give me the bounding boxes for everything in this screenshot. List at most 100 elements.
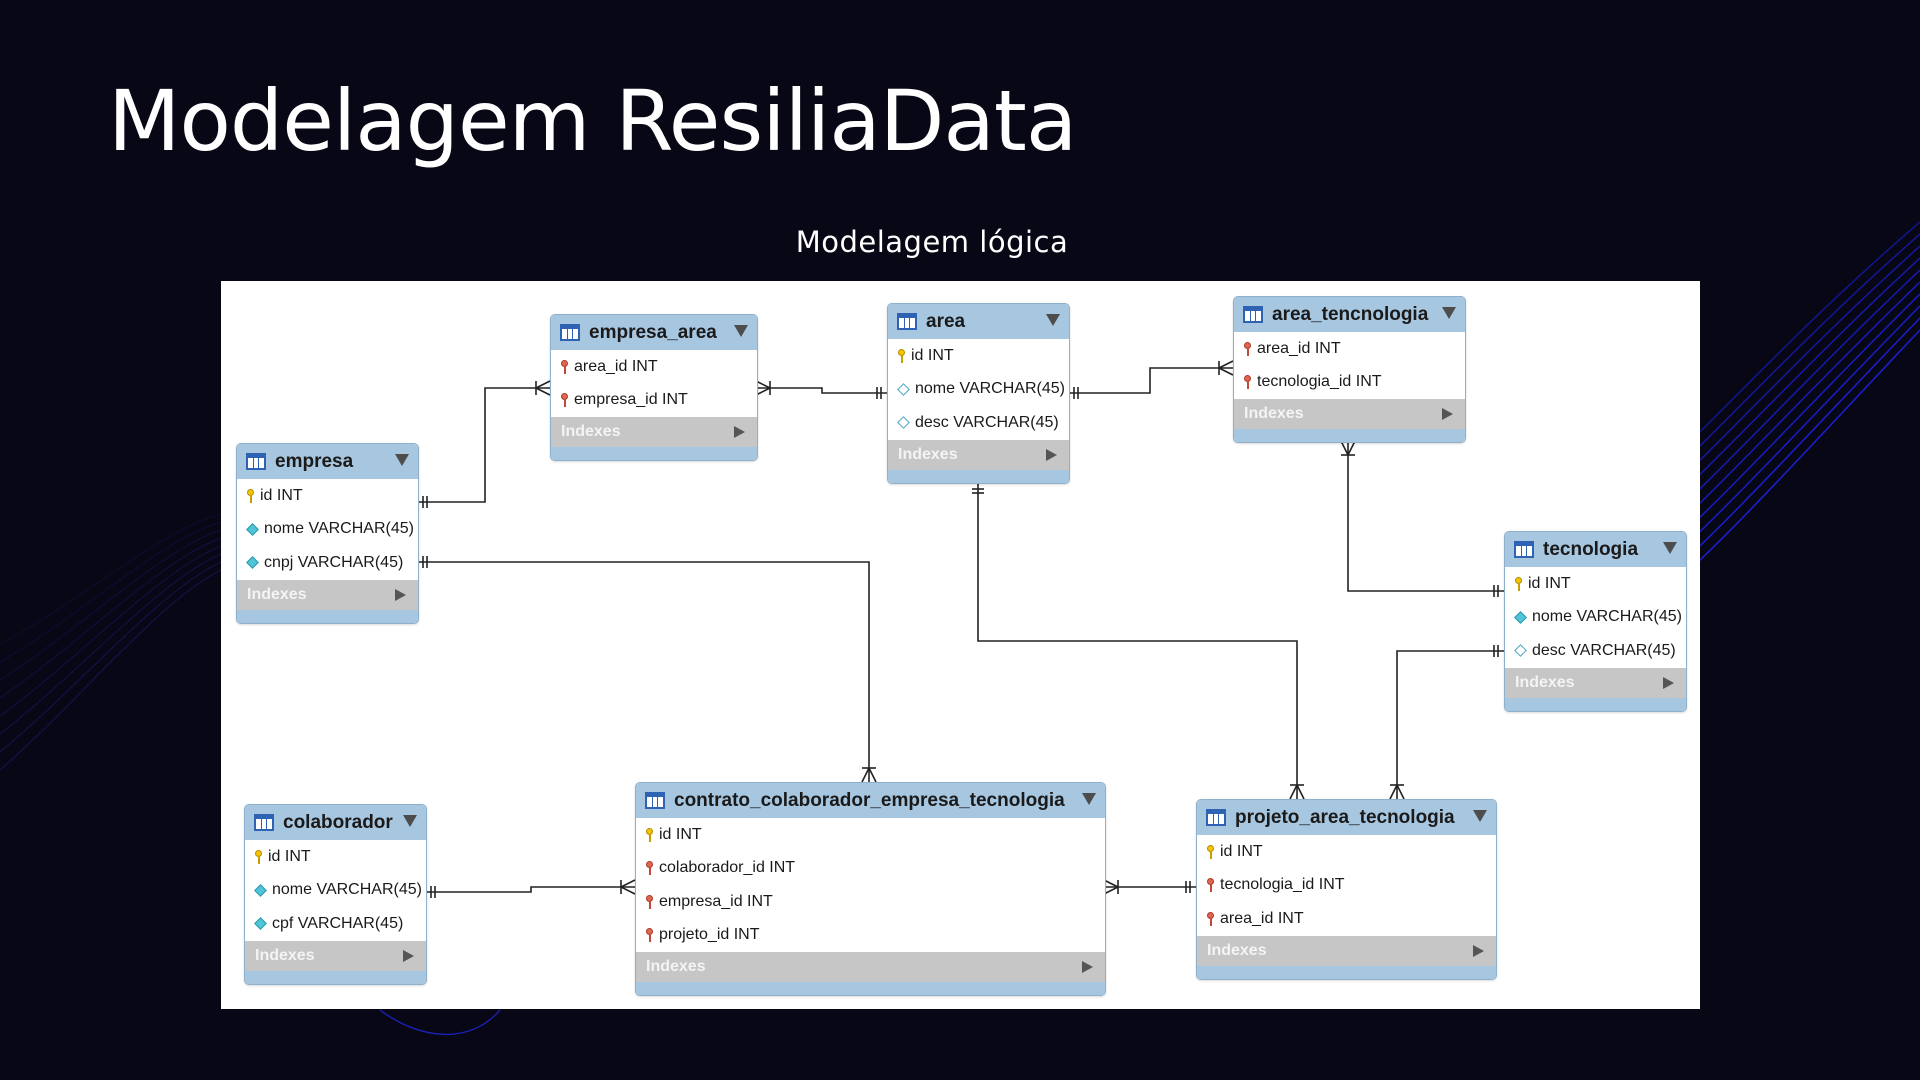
expand-arrow-icon[interactable] <box>1473 944 1484 957</box>
table-header[interactable]: empresa <box>237 444 418 479</box>
table-column[interactable]: area_id INT <box>551 350 757 384</box>
table-header[interactable]: tecnologia <box>1505 532 1686 567</box>
table-header[interactable]: area_tencnologia <box>1234 297 1465 332</box>
many-cardinality-marker <box>1340 440 1356 456</box>
primary-key-icon <box>255 849 262 864</box>
diagram-subtitle: Modelagem lógica <box>795 225 1069 259</box>
many-cardinality-marker <box>755 380 771 396</box>
column-diamond-icon <box>1514 610 1527 624</box>
table-column[interactable]: empresa_id INT <box>551 384 757 418</box>
expand-arrow-icon[interactable] <box>1082 961 1093 973</box>
many-cardinality-marker <box>1289 784 1305 800</box>
wave-line-left <box>0 561 222 753</box>
table-column[interactable]: id INT <box>237 479 418 513</box>
column-name: area_id INT <box>1220 909 1304 927</box>
table-column[interactable]: colaborador_id INT <box>636 852 1105 886</box>
column-name: cpf VARCHAR(45) <box>272 914 404 932</box>
dropdown-arrow-icon[interactable] <box>403 815 417 827</box>
one-cardinality-marker <box>422 556 428 568</box>
relationship-area-area-tecnologia <box>1068 367 1233 394</box>
table-icon <box>254 814 274 831</box>
dropdown-arrow-icon[interactable] <box>395 454 409 466</box>
column-name: area_id INT <box>1257 339 1341 357</box>
expand-arrow-icon[interactable] <box>395 588 406 601</box>
indexes-label: Indexes <box>247 585 307 603</box>
table-header[interactable]: projeto_area_tecnologia <box>1197 800 1496 835</box>
dropdown-arrow-icon[interactable] <box>1046 314 1060 326</box>
table-column[interactable]: desc VARCHAR(45) <box>1505 634 1686 668</box>
table-column[interactable]: cnpj VARCHAR(45) <box>237 546 418 580</box>
column-name: tecnologia_id INT <box>1220 876 1345 894</box>
table-header[interactable]: area <box>888 304 1069 339</box>
wave-line-left <box>0 513 222 645</box>
table-column[interactable]: nome VARCHAR(45) <box>1505 601 1686 635</box>
wave-line-bottom <box>379 1009 501 1036</box>
table-header[interactable]: contrato_colaborador_empresa_tecnologia <box>636 783 1105 818</box>
table-column[interactable]: nome VARCHAR(45) <box>237 513 418 547</box>
expand-arrow-icon[interactable] <box>734 426 745 438</box>
primary-key-icon <box>646 827 653 842</box>
indexes-section[interactable]: Indexes <box>1197 935 1496 966</box>
table-column[interactable]: cpf VARCHAR(45) <box>245 907 426 941</box>
dropdown-arrow-icon[interactable] <box>1442 307 1456 319</box>
indexes-section[interactable]: Indexes <box>636 952 1105 982</box>
dropdown-arrow-icon[interactable] <box>1082 793 1096 805</box>
one-cardinality-marker <box>422 496 428 508</box>
indexes-section[interactable]: Indexes <box>237 579 418 610</box>
table-column[interactable]: id INT <box>636 818 1105 852</box>
table-header[interactable]: colaborador <box>245 805 426 840</box>
column-name: id INT <box>1528 574 1571 592</box>
expand-arrow-icon[interactable] <box>403 949 414 962</box>
table-name: contrato_colaborador_empresa_tecnologia <box>674 789 1065 811</box>
expand-arrow-icon[interactable] <box>1442 408 1453 420</box>
table-area-tecnologia[interactable]: area_tencnologia area_id INT tecnologia_id… <box>1233 296 1466 443</box>
dropdown-arrow-icon[interactable] <box>1473 810 1487 822</box>
relationship-colaborador-contrato <box>425 886 635 893</box>
table-column[interactable]: id INT <box>1197 835 1496 869</box>
indexes-section[interactable]: Indexes <box>888 439 1069 470</box>
table-icon <box>1243 306 1263 323</box>
foreign-key-icon <box>1207 911 1214 926</box>
table-column[interactable]: tecnologia_id INT <box>1197 869 1496 903</box>
table-column[interactable]: desc VARCHAR(45) <box>888 406 1069 440</box>
table-column[interactable]: id INT <box>1505 567 1686 601</box>
table-column[interactable]: id INT <box>888 339 1069 373</box>
indexes-label: Indexes <box>1515 673 1575 691</box>
many-cardinality-marker <box>620 879 636 895</box>
dropdown-arrow-icon[interactable] <box>1663 542 1677 554</box>
table-name: projeto_area_tecnologia <box>1235 806 1455 828</box>
table-column[interactable]: projeto_id INT <box>636 919 1105 953</box>
column-name: desc VARCHAR(45) <box>915 413 1059 431</box>
table-column[interactable]: empresa_id INT <box>636 885 1105 919</box>
many-cardinality-marker <box>535 380 551 396</box>
table-column[interactable]: nome VARCHAR(45) <box>888 373 1069 407</box>
table-column[interactable]: id INT <box>245 840 426 874</box>
table-tecnologia[interactable]: tecnologia id INT nome VARCHAR(45) desc VAR… <box>1504 531 1687 712</box>
indexes-label: Indexes <box>1207 941 1267 959</box>
indexes-section[interactable]: Indexes <box>1234 399 1465 429</box>
table-column[interactable]: tecnologia_id INT <box>1234 366 1465 400</box>
table-column[interactable]: nome VARCHAR(45) <box>245 874 426 908</box>
dropdown-arrow-icon[interactable] <box>734 325 748 337</box>
column-name: nome VARCHAR(45) <box>264 520 414 538</box>
table-column[interactable]: area_id INT <box>1234 332 1465 366</box>
indexes-section[interactable]: Indexes <box>551 417 757 447</box>
column-diamond-icon <box>897 382 910 396</box>
table-header[interactable]: empresa_area <box>551 315 757 350</box>
indexes-section[interactable]: Indexes <box>1505 667 1686 698</box>
column-name: desc VARCHAR(45) <box>1532 641 1676 659</box>
column-diamond-icon <box>254 883 267 897</box>
table-footer <box>888 469 1069 483</box>
indexes-section[interactable]: Indexes <box>245 940 426 971</box>
primary-key-icon <box>898 348 905 363</box>
expand-arrow-icon[interactable] <box>1046 448 1057 461</box>
expand-arrow-icon[interactable] <box>1663 676 1674 689</box>
indexes-label: Indexes <box>646 958 706 975</box>
table-column[interactable]: area_id INT <box>1197 902 1496 936</box>
